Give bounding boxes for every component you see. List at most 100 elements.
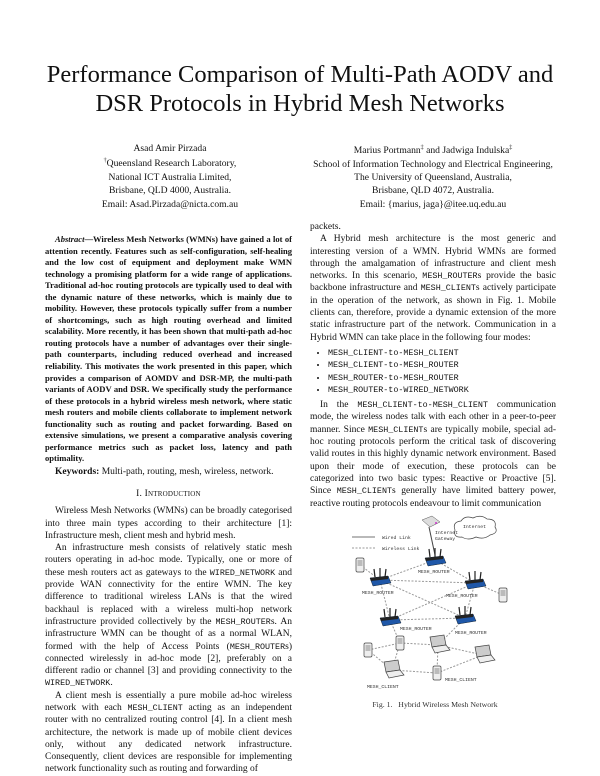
right-column: packets. A Hybrid mesh architecture is t…: [310, 221, 556, 510]
routers: [369, 548, 487, 627]
router-label: MESH_ROUTER: [400, 626, 432, 632]
laptop-client-icon: [474, 644, 496, 664]
mode-text: MESH_ROUTER-to-WIRED_NETWORK: [328, 384, 469, 395]
list-item: MESH_CLIENT-to-MESH_CLIENT: [328, 347, 556, 359]
text: An infrastructure mesh consists of relat…: [45, 543, 292, 578]
text: s generally have limited battery power, …: [310, 486, 557, 509]
router-label: MESH_ROUTER: [455, 630, 487, 636]
author-name: Asad Amir Pirzada: [133, 143, 207, 154]
affiliation-line: The University of Queensland, Australia,: [354, 172, 512, 183]
router-label: MESH_ROUTER: [418, 569, 450, 575]
gateway-icon: [421, 515, 441, 528]
laptop-client-icon: [429, 634, 451, 654]
list-item: MESH_ROUTER-to-WIRED_NETWORK: [328, 384, 556, 396]
router-icon: [379, 608, 402, 627]
text: s provide the basic backbone infrastruct…: [310, 271, 557, 294]
paragraph: packets.: [310, 222, 341, 232]
author-block-right: Marius Portmann‡ and Jadwiga Indulska‡ S…: [300, 142, 566, 211]
title-line-1: Performance Comparison of Multi-Path AOD…: [46, 61, 554, 88]
router-label: MESH_ROUTER: [362, 590, 394, 596]
wired-link: [428, 526, 436, 556]
internet-cloud-icon: [453, 515, 497, 540]
affiliation-line: Brisbane, QLD 4072, Australia.: [371, 185, 495, 197]
pda-client-icon: [363, 642, 373, 658]
clients: [355, 557, 508, 681]
client-label: MESH_CLIENT: [367, 684, 399, 690]
paragraph: An infrastructure mesh consists of relat…: [45, 542, 292, 690]
affiliation-line: Queensland Research Laboratory,: [106, 158, 237, 170]
section-heading: I. Introduction: [136, 489, 201, 500]
paragraph: A Hybrid mesh architecture is the most g…: [310, 233, 556, 344]
author-names: Marius Portmann‡ and Jadwiga Indulska‡: [300, 142, 566, 158]
pda-client-icon: [395, 635, 405, 651]
term: MESH_ROUTER: [229, 641, 286, 652]
author-email: Email: {marius, jaga}@itee.uq.edu.au: [359, 198, 507, 210]
list-item: MESH_CLIENT-to-MESH_ROUTER: [328, 359, 556, 371]
legend-wireless-label: Wireless Link: [382, 546, 420, 552]
pda-client-icon: [498, 587, 508, 603]
modes-list: MESH_CLIENT-to-MESH_CLIENT MESH_CLIENT-t…: [310, 347, 556, 396]
text: and provide WAN connectivity for the ent…: [45, 567, 293, 627]
text: s are typically mobile, special ad-hoc r…: [310, 424, 556, 497]
affiliation-line: Brisbane, QLD 4000, Australia.: [108, 185, 232, 197]
term: MESH_CLIENT: [420, 283, 476, 294]
text: s. An infrastructure WMN can be thought …: [45, 616, 292, 652]
mode-text: MESH_CLIENT-to-MESH_CLIENT: [328, 347, 459, 358]
author-name: and Jadwiga Indulska: [423, 145, 510, 157]
text: A Hybrid mesh architecture is the most g…: [310, 234, 556, 282]
pda-client-icon: [432, 665, 442, 681]
text: s actively participate in the operation …: [310, 283, 556, 343]
router-icon: [464, 571, 487, 590]
internet-label: Internet: [463, 524, 486, 530]
client-label: MESH_CLIENT: [445, 677, 477, 683]
text: communication mode, the wireless nodes t…: [310, 400, 556, 435]
term: MESH_CLIENT: [336, 486, 393, 497]
gateway-label: Gateway: [435, 536, 455, 542]
title-line-2: DSR Protocols in Hybrid Mesh Networks: [95, 90, 505, 117]
router-icon: [454, 606, 477, 625]
dagger-mark: ‡: [509, 145, 513, 151]
mode-text: MESH_CLIENT-to-MESH_ROUTER: [328, 360, 459, 371]
abstract-text: Wireless Mesh Networks (WMNs) have gaine…: [45, 234, 292, 464]
keywords: Keywords: Multi-path, routing, mesh, wir…: [45, 466, 292, 478]
paragraph: Wireless Mesh Networks (WMNs) can be bro…: [45, 506, 292, 541]
abstract-dash: —: [84, 234, 93, 244]
laptop-client-icon: [383, 659, 405, 679]
left-column: Abstract—Wireless Mesh Networks (WMNs) h…: [45, 234, 292, 776]
router-icon: [369, 568, 392, 587]
affiliation-line: School of Information Technology and Ele…: [313, 158, 553, 170]
paper-title: Performance Comparison of Multi-Path AOD…: [0, 60, 600, 118]
affiliation-line: National ICT Australia Limited,: [108, 172, 232, 183]
affiliation: †Queensland Research Laboratory,: [45, 155, 295, 171]
author-name: Marius Portmann: [353, 145, 421, 157]
term: MESH_CLIENT: [368, 424, 424, 435]
text: .: [110, 678, 113, 689]
mode-text: MESH_ROUTER-to-MESH_ROUTER: [328, 372, 459, 383]
author-block-left: Asad Amir Pirzada †Queensland Research L…: [45, 142, 295, 211]
hybrid-mesh-figure: Wired Link Wireless Link Internet Intern…: [352, 515, 508, 690]
dagger-mark: †: [103, 158, 107, 165]
pda-client-icon: [355, 557, 365, 573]
term: MESH_ROUTER: [215, 616, 271, 627]
abstract-label: Abstract: [55, 234, 85, 244]
paragraph: In the MESH_CLIENT-to-MESH_CLIENT commun…: [310, 399, 556, 510]
router-icon: [424, 548, 447, 567]
dagger-mark: ‡: [420, 145, 424, 151]
router-label: MESH_ROUTER: [446, 593, 478, 599]
paragraph: A client mesh is essentially a pure mobi…: [45, 690, 292, 776]
text: In the: [320, 400, 358, 411]
abstract: Abstract—Wireless Mesh Networks (WMNs) h…: [45, 234, 292, 465]
legend-wired-label: Wired Link: [382, 535, 411, 541]
text: acting as an independent router with no …: [45, 702, 293, 775]
term: MESH_ROUTER: [422, 271, 478, 282]
gateway-label: Internet: [435, 530, 458, 536]
text: s) connected wirelessly in ad-hoc mode […: [45, 641, 292, 677]
keywords-text: Multi-path, routing, mesh, wireless, net…: [99, 466, 274, 477]
term: WIRED_NETWORK: [209, 567, 276, 578]
term: MESH_CLIENT-to-MESH_CLIENT: [357, 400, 488, 411]
term: WIRED_NETWORK: [45, 678, 111, 689]
text: A client mesh is essentially a pure mobi…: [45, 690, 292, 713]
keywords-label: Keywords:: [55, 466, 100, 477]
author-email: Email: Asad.Pirzada@nicta.com.au: [101, 198, 239, 210]
